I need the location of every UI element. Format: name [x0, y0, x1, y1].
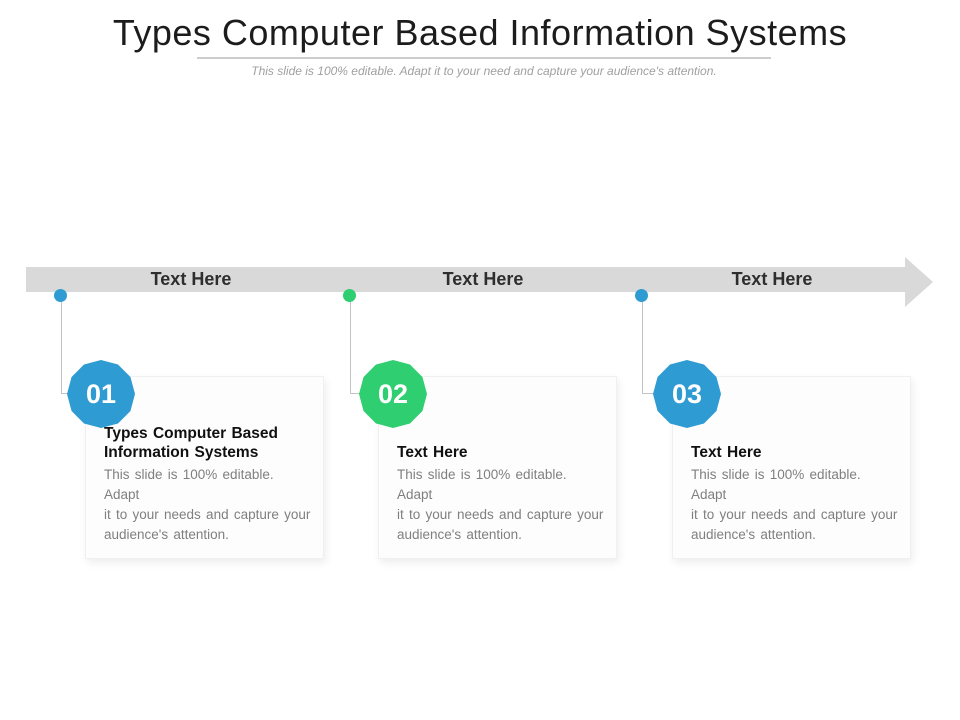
step-heading: Text Here: [397, 444, 468, 461]
title-divider: [197, 57, 771, 59]
step-card-content: Text Here This slide is 100% editable. A…: [691, 443, 898, 545]
timeline-label-3: Text Here: [731, 269, 813, 289]
step-heading: Types Computer Based Information Systems: [104, 425, 278, 461]
slide-subtitle: This slide is 100% editable. Adapt it to…: [251, 64, 717, 78]
step-body: This slide is 100% editable. Adapt it to…: [691, 467, 898, 542]
step-number: 03: [671, 378, 703, 409]
timeline-arrow: [26, 257, 933, 307]
timeline-label-2: Text Here: [442, 269, 524, 289]
step-badge-3: 03: [653, 360, 721, 428]
timeline-dot-3: [635, 289, 648, 302]
timeline-dot-2: [343, 289, 356, 302]
timeline-arrow-shape: [26, 257, 933, 307]
timeline-dot-1: [54, 289, 67, 302]
step-body: This slide is 100% editable. Adapt it to…: [397, 467, 604, 542]
step-body: This slide is 100% editable. Adapt it to…: [104, 467, 311, 542]
step-badge-2: 02: [359, 360, 427, 428]
step-card-content: Text Here This slide is 100% editable. A…: [397, 443, 604, 545]
step-heading: Text Here: [691, 444, 762, 461]
step-card-content: Types Computer Based Information Systems…: [104, 424, 311, 545]
step-number: 01: [85, 378, 117, 409]
step-badge-1: 01: [67, 360, 135, 428]
step-number: 02: [377, 378, 409, 409]
timeline-label-1: Text Here: [150, 269, 232, 289]
slide-title: Types Computer Based Information Systems: [112, 12, 848, 53]
